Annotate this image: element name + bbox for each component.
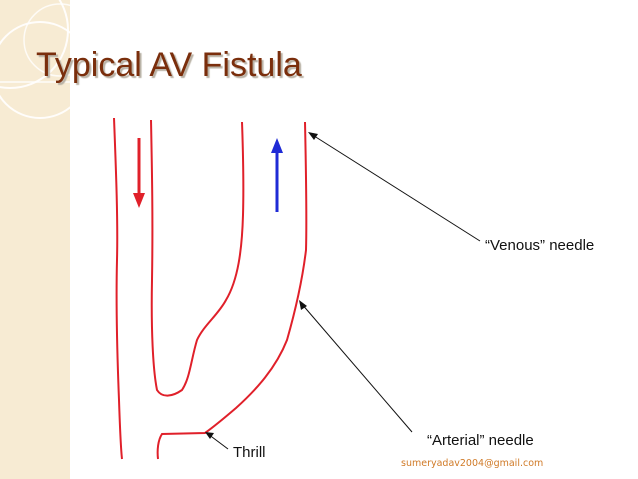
vein-outer-wall <box>156 121 308 460</box>
left-decorative-band <box>0 0 70 479</box>
thrill-label: Thrill <box>233 444 266 461</box>
thrill-pointer <box>205 432 229 450</box>
slide-title: Typical AV Fistula <box>36 46 302 84</box>
venous-flow-arrow <box>271 138 283 212</box>
artery-inner-wall <box>150 119 245 397</box>
artery-outer-wall <box>113 117 123 460</box>
venous-needle-pointer <box>308 132 481 242</box>
venous-needle-label: “Venous” needle <box>485 237 595 254</box>
arterial-needle-pointer <box>299 300 413 433</box>
arterial-flow-arrow <box>133 138 145 208</box>
arterial-needle-label: “Arterial” needle <box>427 432 534 449</box>
footer-email: sumeryadav2004@gmail.com <box>401 458 544 469</box>
